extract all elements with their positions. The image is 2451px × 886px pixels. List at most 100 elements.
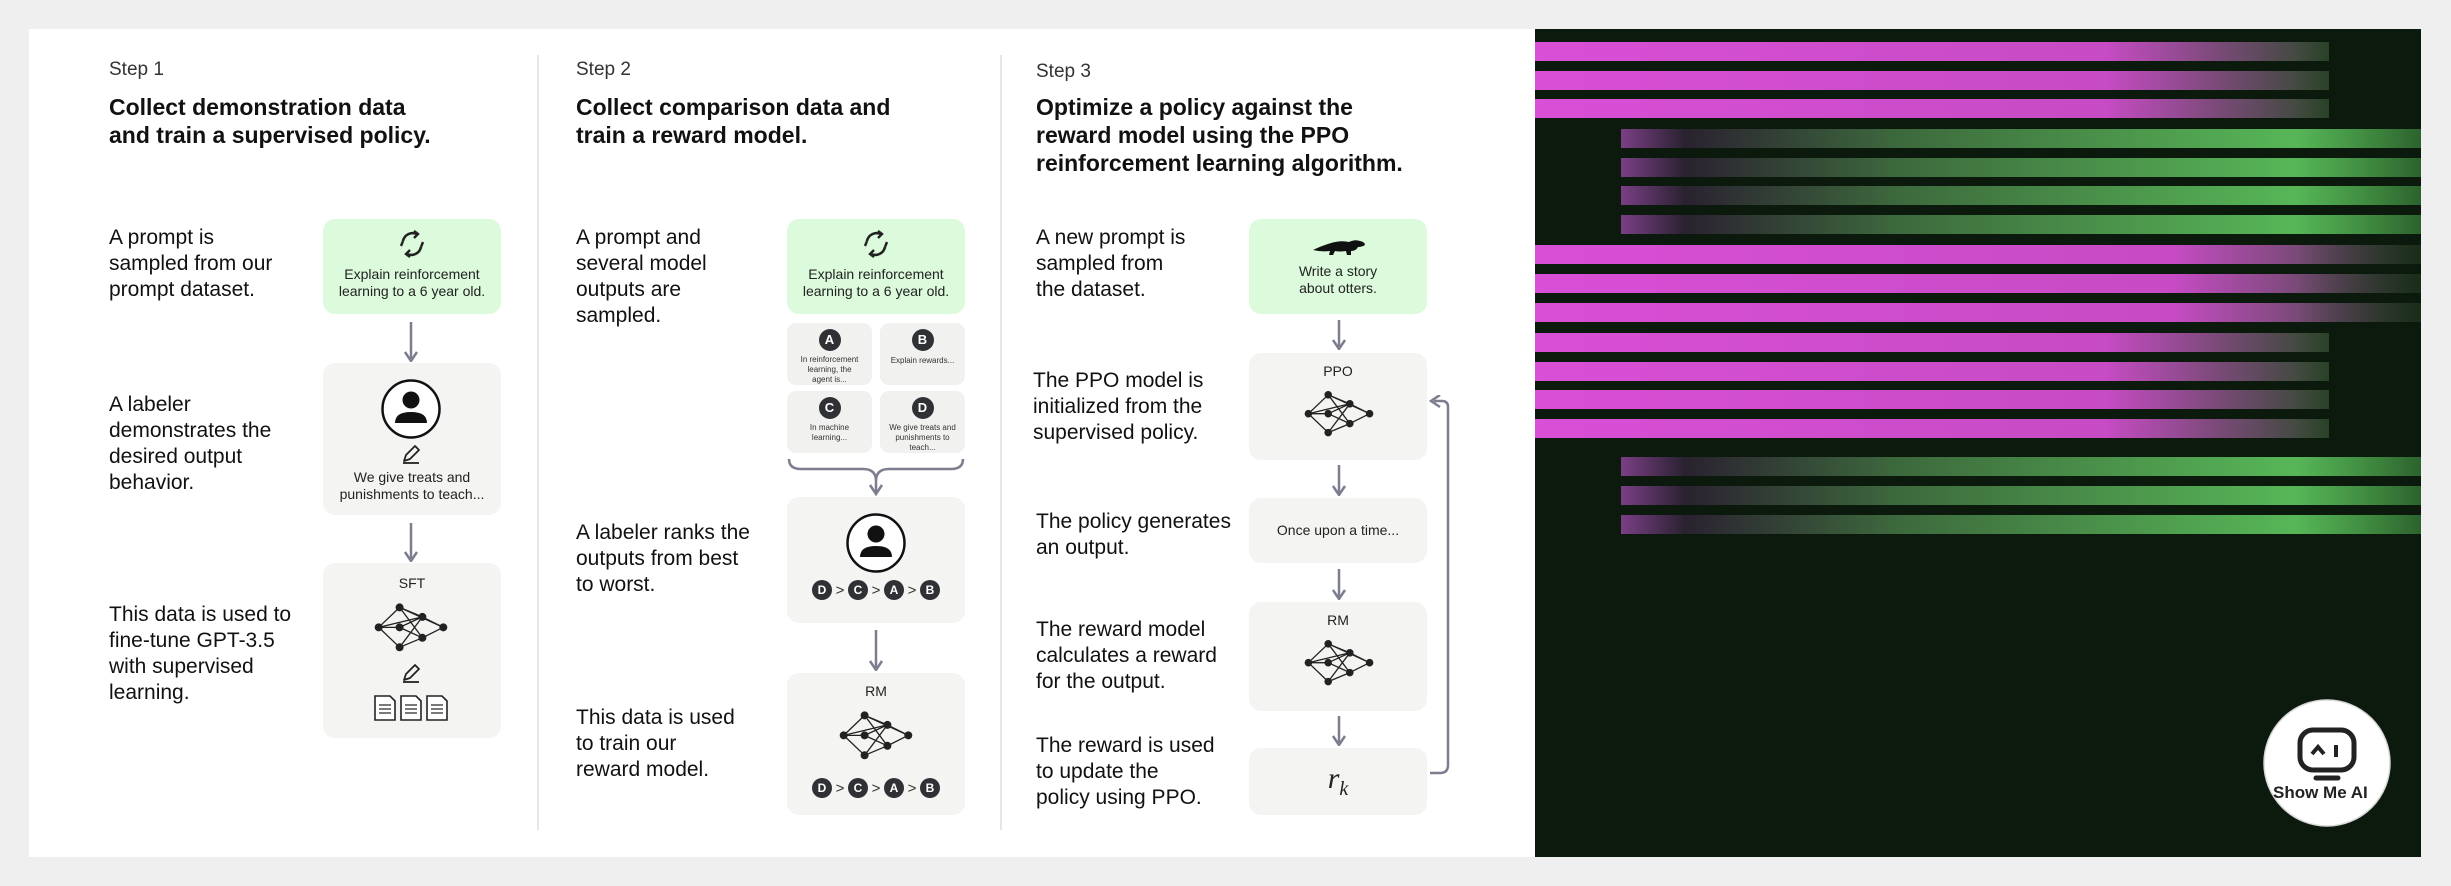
documents-icon [374,695,448,721]
neural-network-icon [1304,640,1374,686]
step-label: Step 3 [1036,61,1091,82]
description-line: behavior. [109,471,195,494]
rm-box: RM D>C>A>B [787,673,965,815]
ranking-row: D>C>A>B [787,778,965,800]
recycle-icon [399,230,425,258]
output-text-line: In machine [809,423,850,432]
output-text-line: teach... [909,443,936,452]
ranking-badge: C [848,778,868,798]
output-badge: B [911,329,934,351]
ranking-separator: > [907,581,917,599]
art-stripe [1535,42,2329,61]
ranking-badge: B [920,778,940,798]
neural-network-icon [1304,391,1374,437]
stripe-pattern [1535,29,2421,857]
recycle-icon [863,230,889,258]
step-title-line: train a reward model. [576,122,808,148]
art-stripe [1535,245,2421,264]
otter-icon [1313,240,1365,255]
description-line: A prompt and [576,226,701,249]
art-stripe [1621,129,2421,148]
ranking-separator: > [871,779,881,797]
ranking-row: D>C>A>B [787,580,965,602]
bracket-icon [787,458,965,497]
model-name: RM [865,683,887,699]
description-line: This data is used to [109,603,292,626]
box-text-line: learning to a 6 year old. [802,283,950,299]
output-text-line: agent is... [812,375,847,384]
description-line: A labeler [109,393,191,416]
art-stripe [1535,99,2329,118]
description-line: the dataset. [1036,278,1146,301]
description-line: The policy generates [1036,510,1231,533]
arrow-down-icon [1331,465,1347,496]
description-line: fine-tune GPT-3.5 [109,629,275,652]
art-stripe [1535,303,2421,322]
output-badge: C [818,397,841,419]
box-text-line: Write a story [1298,263,1378,279]
art-stripe [1535,419,2329,438]
step-title-line: reward model using the PPO [1036,122,1350,148]
arrow-down-icon [403,523,419,562]
model-name: RM [1327,612,1349,628]
step-label: Step 1 [109,59,164,80]
description-line: demonstrates the [109,419,272,442]
art-stripe [1535,362,2329,381]
neural-network-icon [374,603,448,651]
art-stripe [1535,274,2421,293]
ranking-badge: C [848,580,868,600]
column-divider [537,55,539,830]
ranking-separator: > [907,779,917,797]
output-badge: A [818,329,841,351]
description-line: outputs are [576,278,682,301]
output-text-line: punishments to [895,433,950,442]
description-line: reward model. [576,758,710,781]
description-line: The reward model [1036,618,1206,641]
box-text-line: learning to a 6 year old. [338,283,486,299]
arrow-down-icon [1331,716,1347,746]
output-badge: D [911,397,934,419]
description-line: The PPO model is [1033,369,1204,392]
description-line: outputs from best [576,547,739,570]
arrow-down-icon [1331,320,1347,350]
reward-subscript: k [1339,778,1349,800]
description-line: A new prompt is [1036,226,1186,249]
output-text-line: We give treats and [889,423,956,432]
art-stripe [1621,186,2421,205]
description-line: to worst. [576,573,656,596]
art-stripe [1535,333,2329,352]
ranking-badge: B [920,580,940,600]
description-line: sampled. [576,304,662,327]
person-icon [846,513,906,573]
step-title-line: reinforcement learning algorithm. [1036,150,1403,176]
reward-symbol: rk [1249,762,1427,801]
description-line: to train our [576,732,677,755]
description-line: several model [576,252,707,275]
description-line: sampled from [1036,252,1164,275]
ranking-separator: > [871,581,881,599]
pencil-icon [403,664,420,683]
logo-text: Show Me AI [2273,783,2368,802]
art-stripe [1621,457,2421,476]
model-name: PPO [1323,363,1353,379]
step-label: Step 2 [576,59,631,80]
description-line: to update the [1036,760,1159,783]
